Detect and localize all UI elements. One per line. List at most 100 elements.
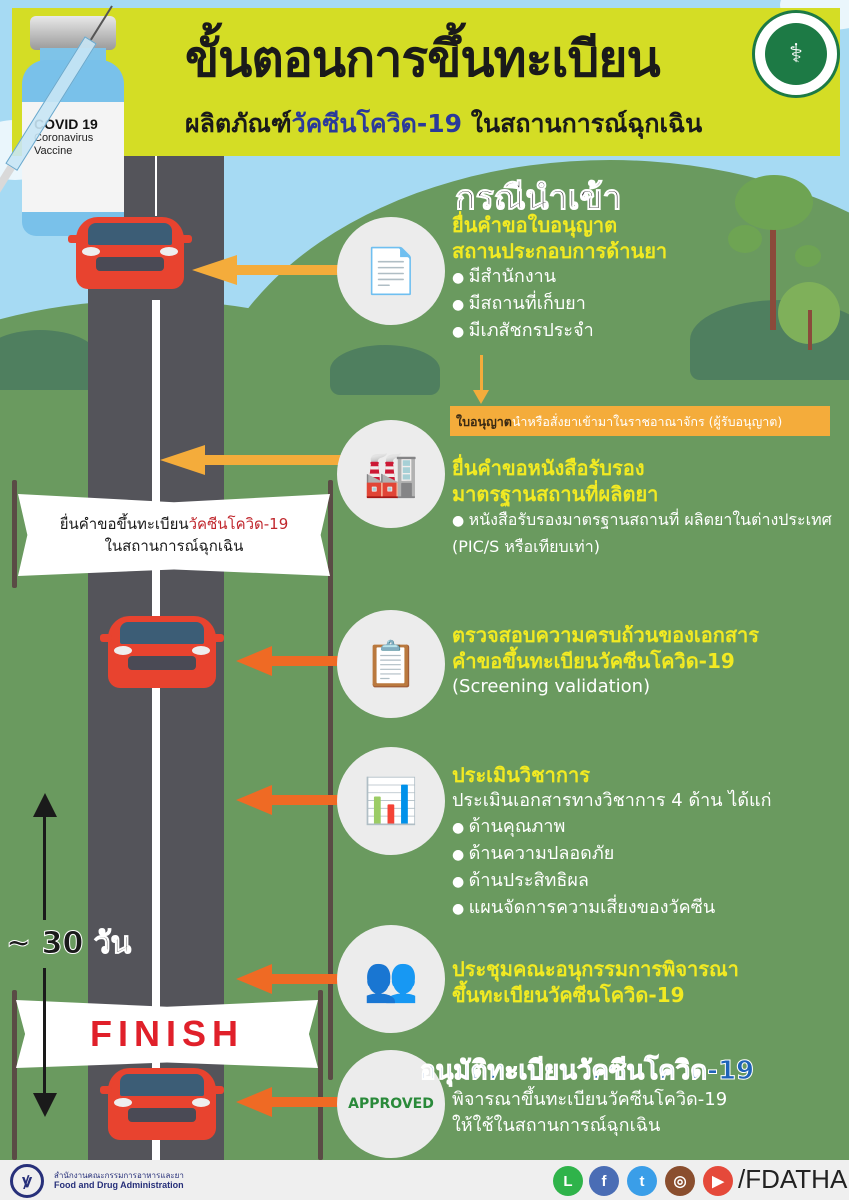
arrow-up-icon bbox=[33, 793, 57, 817]
footer: ꝟ สำนักงานคณะกรรมการอาหารและยา Food and … bbox=[0, 1160, 849, 1200]
step-3-title: ตรวจสอบความครบถ้วนของเอกสาร bbox=[452, 623, 760, 647]
step-6: อนุมัติทะเบียนวัคซีนโควิด-19 พิจารณาขึ้น… bbox=[420, 1055, 845, 1139]
license-note-text: นำหรือสั่งยาเข้ามาในราชอาณาจักร (ผู้รับอ… bbox=[511, 414, 783, 429]
tree-crown bbox=[728, 225, 762, 253]
step-5-title: ประชุมคณะอนุกรรมการพิจารณา bbox=[452, 957, 739, 981]
step-5-title: ขึ้นทะเบียนวัคซีนโควิด-19 bbox=[452, 983, 685, 1007]
arrow-left-icon bbox=[192, 255, 342, 285]
arrow-down-icon bbox=[473, 390, 489, 404]
step-4-title: ประเมินวิชาการ bbox=[452, 763, 590, 787]
tree-trunk bbox=[770, 190, 776, 330]
facebook-icon[interactable]: f bbox=[589, 1166, 619, 1196]
org-name-thai: สำนักงานคณะกรรมการอาหารและยา bbox=[54, 1171, 184, 1180]
duration-line bbox=[43, 968, 46, 1096]
vaccine-vial-illustration: COVID 19 Coronavirus Vaccine bbox=[22, 16, 124, 236]
vial-label-line: Coronavirus bbox=[34, 132, 94, 144]
step-6-title: อนุมัติทะเบียนวัคซีนโควิด-19 bbox=[420, 1056, 755, 1087]
tree-crown bbox=[735, 175, 813, 230]
finish-banner: FINISH bbox=[16, 1000, 318, 1068]
bullet-item: แผนจัดการความเสี่ยงของวัคซีน bbox=[452, 895, 847, 922]
arrow-left-icon bbox=[236, 1087, 342, 1117]
step-3-note: (Screening validation) bbox=[452, 676, 651, 697]
bullet-item: ด้านความปลอดภัย bbox=[452, 841, 847, 868]
page-subtitle: ผลิตภัณฑ์วัคซีนโควิด-19 ในสถานการณ์ฉุกเฉ… bbox=[185, 104, 702, 144]
subtitle-prefix: ผลิตภัณฑ์ bbox=[185, 109, 292, 138]
banner-pole bbox=[328, 480, 333, 1080]
start-banner-text: ยื่นคำขอขึ้นทะเบียน bbox=[59, 515, 189, 533]
duration-label: ~ 30 วัน bbox=[5, 926, 132, 962]
subtitle-suffix: ในสถานการณ์ฉุกเฉิน bbox=[462, 109, 703, 138]
step-4-intro: ประเมินเอกสารทางวิชาการ 4 ด้าน ได้แก่ bbox=[452, 790, 772, 811]
start-banner-line2: ในสถานการณ์ฉุกเฉิน bbox=[104, 537, 244, 555]
arrow-left-icon bbox=[236, 785, 342, 815]
license-note-bold: ใบอนุญาต bbox=[456, 414, 512, 429]
car-icon bbox=[100, 1056, 224, 1146]
duration-line bbox=[43, 815, 46, 920]
step-6-body: พิจารณาขึ้นทะเบียนวัคซีนโควิด-19 bbox=[452, 1089, 728, 1110]
arrow-down-connector bbox=[480, 355, 483, 393]
caduceus-icon: ⚕ bbox=[765, 23, 827, 85]
car-icon bbox=[100, 604, 224, 694]
instagram-icon[interactable]: ◎ bbox=[665, 1166, 695, 1196]
step-3: ตรวจสอบความครบถ้วนของเอกสาร คำขอขึ้นทะเบ… bbox=[452, 622, 847, 700]
banner-pole bbox=[12, 480, 17, 588]
bullet-item: ด้านคุณภาพ bbox=[452, 814, 847, 841]
arrow-left-icon bbox=[236, 964, 342, 994]
start-banner-accent: วัคซีนโควิด-19 bbox=[188, 515, 289, 533]
finish-label: FINISH bbox=[89, 1013, 244, 1054]
line-icon[interactable]: L bbox=[553, 1166, 583, 1196]
step-3-title: คำขอขึ้นทะเบียนวัคซีนโควิด-19 bbox=[452, 649, 735, 673]
org-name-english: Food and Drug Administration bbox=[54, 1180, 184, 1190]
vial-label-title: COVID 19 bbox=[34, 116, 98, 132]
bullet-item: มีสถานที่เก็บยา bbox=[452, 291, 847, 318]
arrow-left-icon bbox=[160, 445, 342, 475]
step-2-bullets: หนังสือรับรองมาตรฐานสถานที่ ผลิตยาในต่าง… bbox=[452, 507, 847, 560]
step-1-bullets: มีสำนักงาน มีสถานที่เก็บยา มีเภสัชกรประจ… bbox=[452, 264, 847, 345]
step-6-body: ให้ใช้ในสถานการณ์ฉุกเฉิน bbox=[452, 1115, 661, 1136]
arrow-left-icon bbox=[236, 646, 342, 676]
road-center-line bbox=[152, 300, 160, 1160]
bullet-item: มีเภสัชกรประจำ bbox=[452, 318, 847, 345]
tree-crown bbox=[795, 245, 821, 267]
step-1: ยื่นคำขอใบอนุญาต สถานประกอบการด้านยา มีส… bbox=[452, 212, 847, 345]
step-2-title: มาตรฐานสถานที่ผลิตยา bbox=[452, 482, 659, 506]
report-magnifier-icon: 📊 bbox=[337, 747, 445, 855]
bush bbox=[0, 330, 100, 390]
factory-icon: 🏭 bbox=[337, 420, 445, 528]
bullet-item: ด้านประสิทธิผล bbox=[452, 868, 847, 895]
twitter-icon[interactable]: t bbox=[627, 1166, 657, 1196]
banner-pole bbox=[12, 990, 17, 1160]
step-1-title: สถานประกอบการด้านยา bbox=[452, 239, 668, 263]
step-5: ประชุมคณะอนุกรรมการพิจารณา ขึ้นทะเบียนวั… bbox=[452, 956, 847, 1008]
youtube-icon[interactable]: ▶ bbox=[703, 1166, 733, 1196]
step-4-bullets: ด้านคุณภาพ ด้านความปลอดภัย ด้านประสิทธิผ… bbox=[452, 814, 847, 922]
step-4: ประเมินวิชาการ ประเมินเอกสารทางวิชาการ 4… bbox=[452, 762, 847, 922]
clipboard-magnifier-icon: 📋 bbox=[337, 610, 445, 718]
meeting-icon: 👥 bbox=[337, 925, 445, 1033]
page-title: ขั้นตอนการขึ้นทะเบียน bbox=[185, 30, 661, 88]
bullet-item: หนังสือรับรองมาตรฐานสถานที่ ผลิตยาในต่าง… bbox=[452, 507, 847, 560]
step-1-title: ยื่นคำขอใบอนุญาต bbox=[452, 213, 618, 237]
subtitle-accent: วัคซีนโควิด-19 bbox=[291, 109, 463, 138]
bullet-item: มีสำนักงาน bbox=[452, 264, 847, 291]
banner-pole bbox=[318, 990, 323, 1160]
vial-label-line: Vaccine bbox=[34, 145, 73, 157]
step-2-title: ยื่นคำขอหนังสือรับรอง bbox=[452, 456, 645, 480]
documents-icon: 📄 bbox=[337, 217, 445, 325]
social-handle[interactable]: /FDATHAI bbox=[738, 1164, 849, 1194]
car-icon bbox=[68, 205, 192, 295]
ministry-logo: ⚕ bbox=[752, 10, 840, 98]
header-band bbox=[12, 8, 840, 156]
bush bbox=[330, 345, 440, 395]
start-banner: ยื่นคำขอขึ้นทะเบียนวัคซีนโควิด-19 ในสถาน… bbox=[18, 494, 330, 576]
arrow-down-icon bbox=[33, 1093, 57, 1117]
approved-stamp-icon: APPROVED bbox=[337, 1050, 445, 1158]
vial-label: COVID 19 Coronavirus Vaccine bbox=[22, 102, 124, 212]
import-case-heading: กรณีนำเข้า bbox=[455, 178, 623, 219]
license-note: ใบอนุญาตนำหรือสั่งยาเข้ามาในราชอาณาจักร … bbox=[450, 406, 830, 436]
step-2: ยื่นคำขอหนังสือรับรอง มาตรฐานสถานที่ผลิต… bbox=[452, 455, 847, 560]
start-banner-line1: ยื่นคำขอขึ้นทะเบียนวัคซีนโควิด-19 bbox=[60, 513, 289, 535]
fda-logo-icon: ꝟ bbox=[10, 1164, 44, 1198]
road-center-line bbox=[155, 156, 157, 216]
